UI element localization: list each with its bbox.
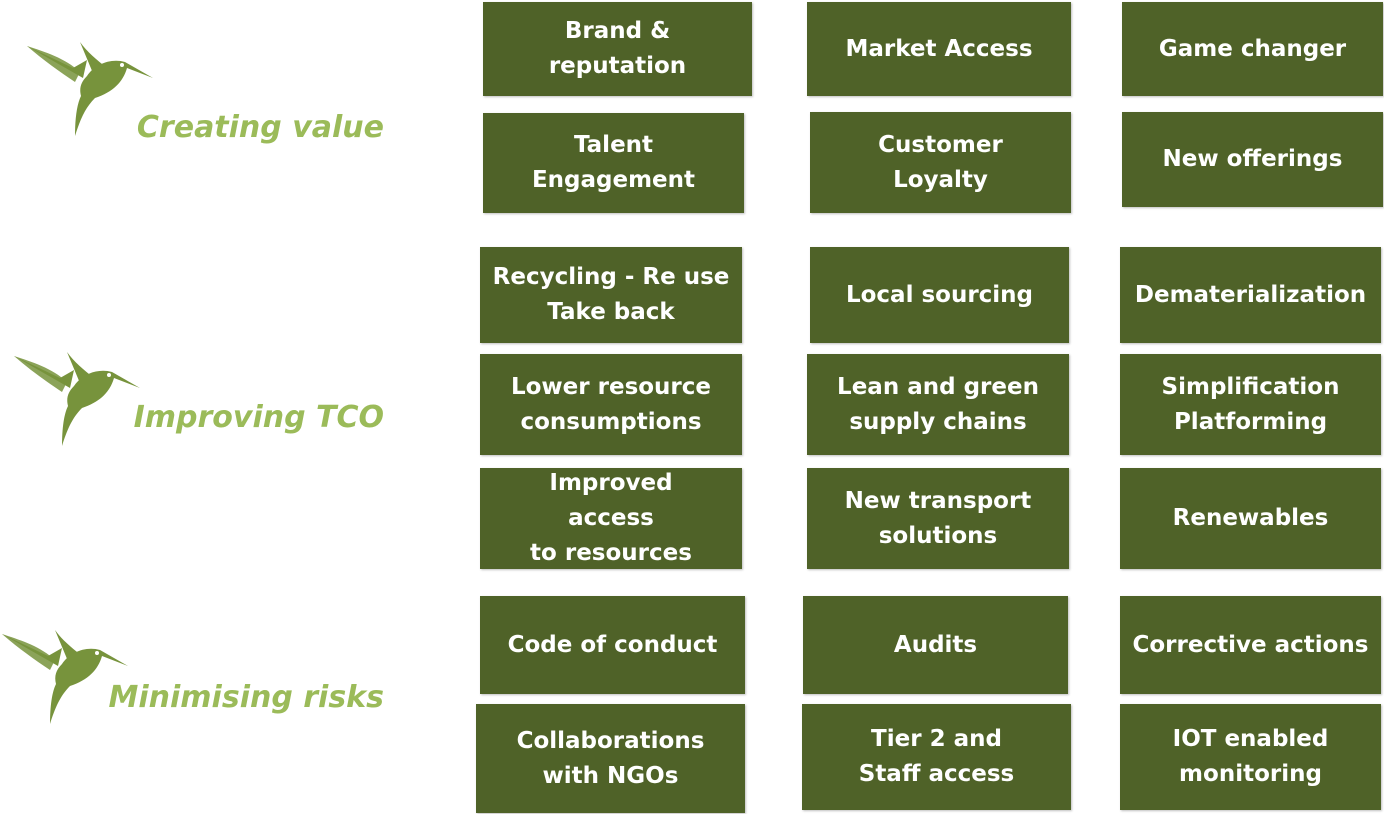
initiative-box: Simplification Platforming [1120, 354, 1381, 455]
initiative-box: IOT enabled monitoring [1120, 704, 1381, 810]
section-label: Creating value [136, 110, 384, 145]
initiative-box: Collaborations with NGOs [476, 704, 745, 813]
section-label: Minimising risks [108, 680, 384, 715]
initiative-box: Talent Engagement [483, 113, 744, 213]
initiative-box: Recycling - Re use Take back [480, 247, 742, 343]
initiative-box: Lower resource consumptions [480, 354, 742, 455]
section-label: Improving TCO [133, 400, 384, 435]
initiative-box: Improved access to resources [480, 468, 742, 569]
initiative-box: Brand & reputation [483, 2, 752, 96]
initiative-box: Customer Loyalty [810, 112, 1071, 213]
initiative-box: Corrective actions [1120, 596, 1381, 694]
initiative-box: Tier 2 and Staff access [802, 704, 1071, 810]
initiative-box: Dematerialization [1120, 247, 1381, 343]
initiative-box: Renewables [1120, 468, 1381, 569]
initiative-box: Lean and green supply chains [807, 354, 1069, 455]
initiative-box: Audits [803, 596, 1068, 694]
hummingbird-icon [12, 348, 142, 448]
hummingbird-icon [25, 38, 155, 138]
initiative-box: Local sourcing [810, 247, 1069, 343]
hummingbird-icon [0, 626, 130, 726]
initiative-box: Code of conduct [480, 596, 745, 694]
initiative-box: New offerings [1122, 112, 1383, 207]
initiative-box: New transport solutions [807, 468, 1069, 569]
initiative-box: Market Access [807, 2, 1071, 96]
initiative-box: Game changer [1122, 2, 1383, 96]
